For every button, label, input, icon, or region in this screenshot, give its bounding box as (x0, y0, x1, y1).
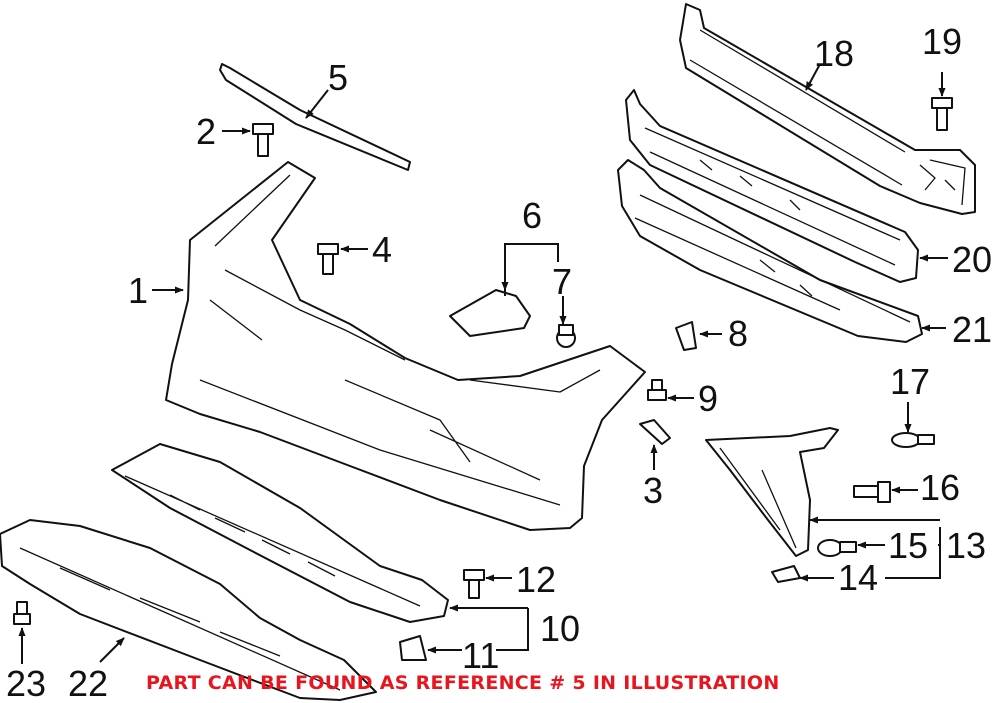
part-20-absorber (625, 89, 919, 283)
callout-labels: 1 2 3 4 5 6 7 8 9 10 11 12 13 14 15 16 1… (6, 21, 992, 703)
part-6-bracket (449, 289, 531, 337)
callout-10: 10 (540, 608, 580, 649)
part-17-clip (891, 432, 935, 448)
part-22-engine-cover (0, 519, 377, 701)
part-7-clip (556, 324, 576, 348)
callout-21: 21 (952, 309, 992, 350)
part-18-reinforcement (679, 3, 976, 215)
callout-18: 18 (814, 33, 854, 74)
part-14-nut (771, 565, 801, 583)
part-11-nut (399, 635, 427, 661)
callout-17: 17 (890, 361, 930, 402)
callout-19: 19 (922, 21, 962, 62)
reference-notice: PART CAN BE FOUND AS REFERENCE # 5 IN IL… (146, 672, 780, 694)
callout-1: 1 (128, 270, 148, 311)
callout-8: 8 (728, 313, 748, 354)
part-21-lower-absorber (617, 159, 923, 343)
leader-lines (18, 63, 948, 664)
callout-13: 13 (946, 525, 986, 566)
callout-2: 2 (196, 111, 216, 152)
callout-23: 23 (6, 663, 46, 703)
callout-22: 22 (68, 663, 108, 703)
part-19-bolt (931, 97, 953, 131)
part-1-bumper-cover (165, 161, 646, 531)
callout-12: 12 (516, 559, 556, 600)
part-16-bolt (853, 481, 891, 503)
part-9-screw (647, 379, 667, 401)
part-4-bolt (317, 243, 339, 275)
callout-6: 6 (522, 195, 542, 236)
part-13-bracket (705, 427, 839, 557)
callout-4: 4 (372, 229, 392, 270)
part-12-bolt (463, 569, 485, 599)
part-15-clip (817, 539, 857, 557)
part-3-clip (639, 419, 671, 445)
callout-16: 16 (920, 467, 960, 508)
part-10-undercover (111, 443, 449, 623)
callout-5: 5 (328, 57, 348, 98)
part-2-bolt (252, 123, 274, 157)
callout-15: 15 (888, 525, 928, 566)
callout-11: 11 (462, 635, 499, 676)
callout-3: 3 (643, 470, 663, 511)
callout-7: 7 (552, 261, 572, 302)
callout-14: 14 (838, 557, 878, 598)
callout-9: 9 (698, 378, 718, 419)
part-8-retainer (675, 321, 697, 351)
part-5-trim-strip (219, 63, 411, 171)
callout-20: 20 (952, 239, 992, 280)
part-23-bolt (13, 601, 31, 625)
